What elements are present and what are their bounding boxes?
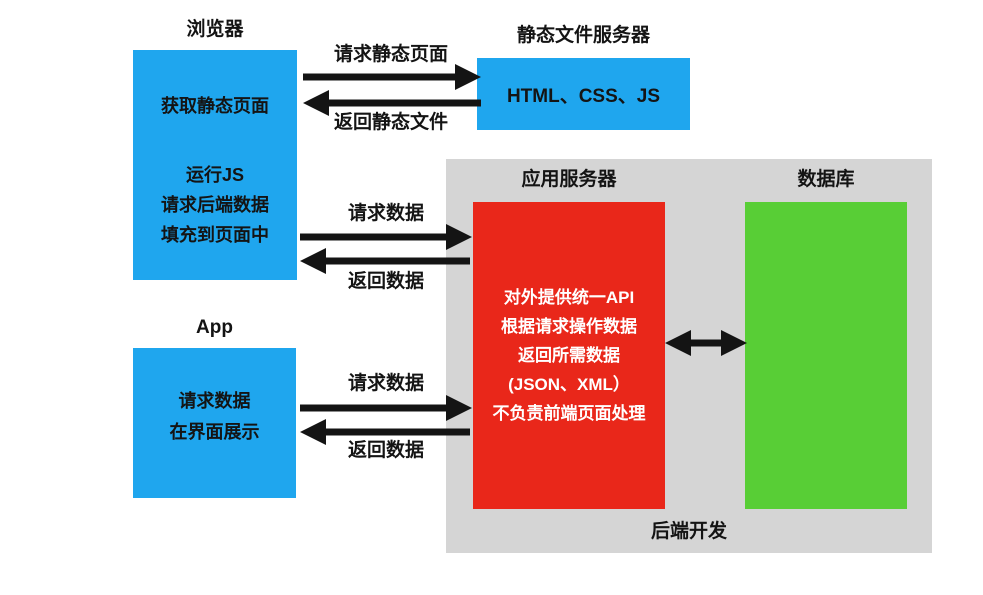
browser-run-line: 运行JS: [185, 165, 245, 185]
arrow-browser-return-data: [300, 248, 470, 274]
arrow-shaft: [300, 233, 450, 241]
database-title: 数据库: [797, 169, 855, 190]
label-request-static-page: 请求静态页面: [333, 44, 448, 65]
app-server-line: 返回所需数据: [518, 346, 620, 365]
app-node: 请求数据 在界面展示: [133, 348, 296, 498]
app-server-node: 对外提供统一API 根据请求操作数据 返回所需数据 (JSON、XML） 不负责…: [473, 202, 665, 509]
static-file-server-node: HTML、CSS、JS: [477, 58, 690, 130]
arrowhead-left-icon: [303, 90, 329, 116]
browser-fetch-static-text: 获取静态页面: [161, 96, 269, 116]
app-line: 在界面展示: [169, 422, 260, 442]
static-server-content: HTML、CSS、JS: [506, 85, 661, 107]
browser-run-line: 请求后端数据: [161, 195, 269, 215]
arrow-shaft: [325, 99, 481, 107]
app-line: 请求数据: [178, 391, 251, 411]
backend-region-label: 后端开发: [650, 521, 727, 542]
arrow-shaft: [687, 339, 725, 347]
app-server-line: 根据请求操作数据: [501, 317, 637, 336]
label-browser-request-data: 请求数据: [347, 203, 424, 224]
label-browser-return-data: 返回数据: [347, 271, 424, 292]
database-node: [745, 202, 907, 509]
arrow-app-return-data: [300, 419, 470, 445]
app-title: App: [196, 317, 233, 338]
arrowhead-right-icon: [721, 330, 747, 356]
app-server-line: 对外提供统一API: [503, 288, 635, 307]
arrow-request-static-page: [303, 64, 481, 90]
browser-run-js-text: 运行JS 请求后端数据 填充到页面中: [133, 160, 297, 250]
arrowhead-left-icon: [300, 419, 326, 445]
browser-node: 获取静态页面 运行JS 请求后端数据 填充到页面中: [133, 50, 297, 280]
arrow-browser-request-data: [300, 224, 472, 250]
browser-title: 浏览器: [186, 19, 244, 40]
app-node-text: 请求数据 在界面展示: [133, 386, 296, 448]
arrow-shaft: [303, 73, 459, 81]
label-app-return-data: 返回数据: [347, 440, 424, 461]
label-return-static-file: 返回静态文件: [333, 112, 448, 133]
label-app-request-data: 请求数据: [347, 373, 424, 394]
app-server-line: 不负责前端页面处理: [492, 404, 646, 423]
arrowhead-left-icon: [665, 330, 691, 356]
arrowhead-left-icon: [300, 248, 326, 274]
arrow-app-request-data: [300, 395, 472, 421]
app-server-line: (JSON、XML）: [508, 375, 630, 394]
arrow-shaft: [300, 404, 450, 412]
arrow-appserver-database: [665, 330, 747, 356]
arrowhead-right-icon: [446, 395, 472, 421]
arrow-shaft: [322, 428, 470, 436]
arrow-shaft: [322, 257, 470, 265]
arrowhead-right-icon: [455, 64, 481, 90]
arrow-return-static-file: [303, 90, 481, 116]
browser-run-line: 填充到页面中: [161, 225, 269, 245]
arrowhead-right-icon: [446, 224, 472, 250]
app-server-title: 应用服务器: [521, 169, 617, 190]
static-server-title: 静态文件服务器: [516, 25, 650, 46]
